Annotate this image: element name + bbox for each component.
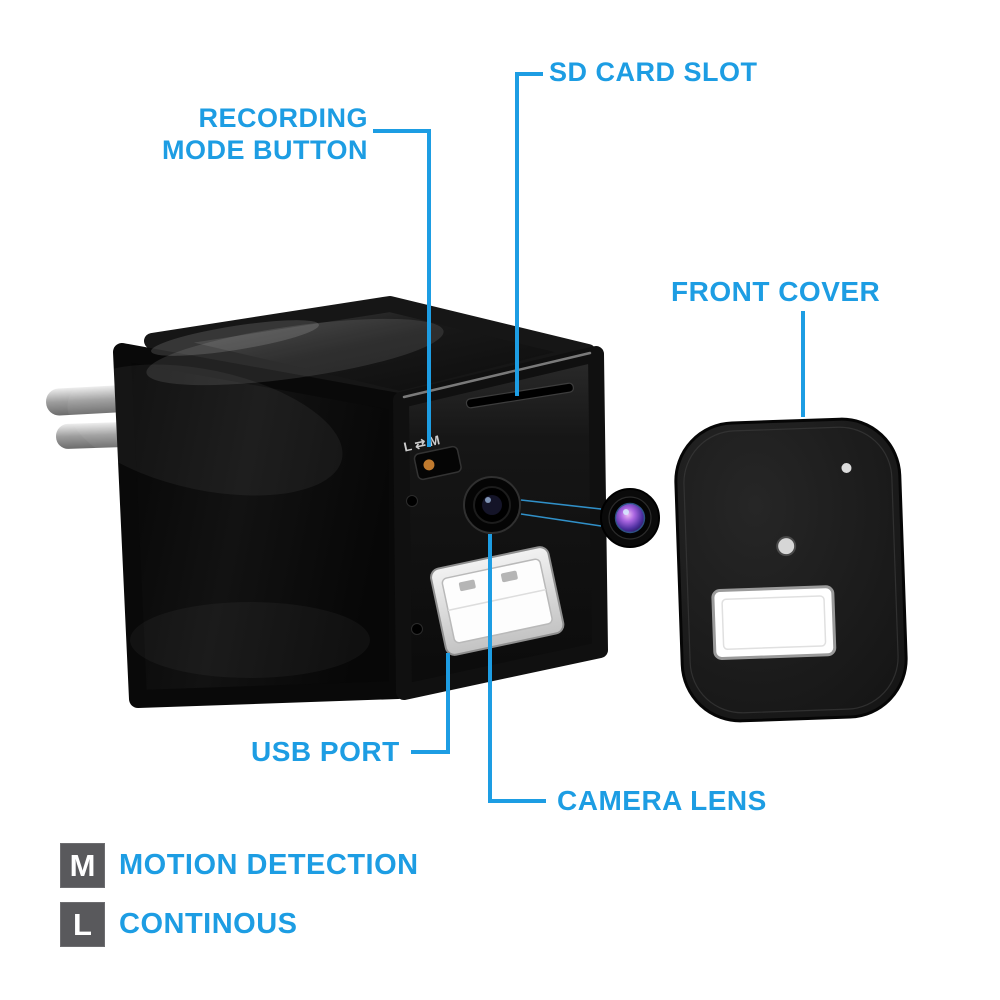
front-cover-graphic <box>674 417 908 723</box>
legend-key-l: L <box>60 902 105 947</box>
legend-label-continous: CONTINOUS <box>119 908 298 940</box>
legend-row-continous: L CONTINOUS <box>60 902 419 947</box>
label-sd-card-slot: SD CARD SLOT <box>549 57 758 87</box>
label-recording-mode-line2: MODE BUTTON <box>162 135 368 165</box>
legend-row-motion-detection: M MOTION DETECTION <box>60 843 419 888</box>
legend-key-m: M <box>60 843 105 888</box>
camera-lens-hole-graphic <box>463 476 521 534</box>
pointer-line-sd-card-slot <box>515 72 543 396</box>
label-recording-mode-button: RECORDING MODE BUTTON <box>108 102 368 166</box>
lens-projection-lines <box>520 499 602 527</box>
usb-port-graphic <box>430 546 565 656</box>
label-recording-mode-line1: RECORDING <box>198 103 368 133</box>
recording-mode-switch-graphic: L ⇄ M <box>402 432 462 481</box>
label-camera-lens: CAMERA LENS <box>557 785 767 816</box>
pointer-lines <box>373 72 805 803</box>
cover-indicator-dot <box>841 463 852 474</box>
cover-pinhole <box>776 536 797 557</box>
pointer-line-camera-lens <box>488 534 546 803</box>
pointer-line-recording-mode <box>373 129 431 447</box>
screw-holes <box>406 495 423 635</box>
pointer-line-usb-port <box>411 653 450 754</box>
label-usb-port: USB PORT <box>251 736 400 767</box>
legend-label-motion-detection: MOTION DETECTION <box>119 849 419 881</box>
legend: M MOTION DETECTION L CONTINOUS <box>60 843 419 947</box>
label-front-cover: FRONT COVER <box>671 276 881 307</box>
switch-markings: L ⇄ M <box>402 432 441 454</box>
camera-lens-graphic <box>600 488 660 548</box>
cover-usb-cutout <box>711 585 837 660</box>
sd-card-slot-graphic <box>465 382 574 409</box>
plug-prongs <box>46 385 133 449</box>
